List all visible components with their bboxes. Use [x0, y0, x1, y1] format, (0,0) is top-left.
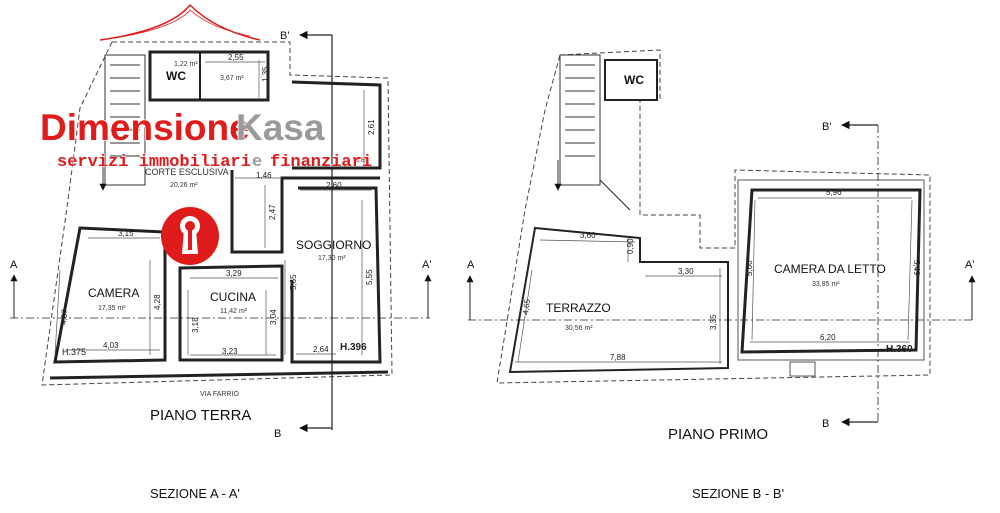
ground-dim-255: 2,55: [228, 53, 244, 62]
first-marker-b-prime: B': [822, 121, 831, 133]
first-wc-label: WC: [624, 73, 644, 87]
ground-dim-304: 3,04: [269, 309, 278, 325]
first-marker-a-prime: A': [965, 259, 974, 271]
logo-tagline-3: finanziari: [270, 153, 372, 172]
ground-dim-555: 5,55: [365, 269, 374, 285]
ground-dim-146: 1,46: [256, 171, 272, 180]
first-dim-465: 4,65: [521, 298, 532, 315]
ground-corte-area: 20,26 m²: [170, 182, 198, 189]
first-stair: [554, 54, 601, 191]
ground-dim-565: 5,65: [289, 274, 298, 290]
ground-floor-plan: [41, 41, 393, 386]
ground-dim-403: 4,03: [103, 341, 119, 350]
first-dim-549: 5,49: [912, 260, 921, 276]
first-dim-330: 3,30: [678, 267, 694, 276]
ground-stair: [99, 54, 146, 191]
ground-dim-428: 4,28: [153, 294, 162, 310]
ground-dim-264: 2,64: [313, 345, 329, 354]
ground-side-area: 3,89: [355, 157, 369, 164]
first-terrazzo: [508, 226, 729, 374]
ground-wc-label: WC: [166, 69, 186, 83]
ground-dim-135: 1,35: [261, 66, 270, 82]
first-section-b-line: [841, 120, 879, 427]
ground-cucina-room: [178, 264, 284, 362]
first-dim-335: 3,35: [709, 314, 718, 330]
first-section-a-line: [466, 275, 976, 321]
ground-dim-247: 2,47: [268, 204, 277, 220]
brand-logo: Dimensione Kasa servizi immobiliari e fi…: [39, 106, 373, 265]
first-camera-letto-area: 33,85 m²: [812, 281, 840, 288]
keyhole-icon: [161, 207, 219, 265]
ground-floor-perimeter: [41, 41, 393, 386]
ground-dim-318: 3,18: [191, 317, 200, 333]
first-camera-letto-label: CAMERA DA LETTO: [774, 262, 886, 276]
first-height-360: H.360: [886, 344, 913, 355]
ground-marker-a: A: [10, 259, 18, 271]
ground-floor-title: PIANO TERRA: [150, 407, 251, 424]
ground-section-a-line: [10, 274, 432, 319]
first-marker-b: B: [822, 418, 829, 430]
ground-soggiorno-room: [290, 186, 382, 364]
logo-brand-kasa: Kasa: [236, 107, 325, 148]
ground-corte-label: CORTE ESCLUSIVA: [145, 167, 229, 177]
first-floor-title: PIANO PRIMO: [668, 426, 768, 443]
ground-marker-b-prime: B': [280, 30, 289, 42]
first-floor-perimeter: [496, 49, 931, 384]
ground-dim-261: 2,61: [367, 119, 376, 135]
ground-camera-area: 17,35 m²: [98, 305, 126, 312]
ground-camera-room: [53, 226, 167, 364]
ground-soggiorno-label: SOGGIORNO: [296, 238, 371, 252]
first-dim-566: 5,66: [745, 260, 754, 276]
ground-dim-329: 3,29: [226, 269, 242, 278]
first-terrazzo-area: 30,56 m²: [565, 325, 593, 332]
ground-wc-small-area: 1,22 m²: [174, 61, 198, 68]
logo-tagline-2: e: [252, 153, 262, 172]
ground-dim-487: 4,87: [59, 308, 69, 325]
ground-marker-a-prime: A': [422, 259, 431, 271]
ground-dim-323: 3,23: [222, 347, 238, 356]
ground-cucina-label: CUCINA: [210, 290, 256, 304]
ground-height-396: H.396: [340, 342, 367, 353]
ground-dim-260: 2,60: [326, 181, 342, 190]
ground-section-b-line: [299, 30, 333, 433]
first-camera-letto-room: [740, 188, 922, 354]
ground-dim-315: 3,15: [118, 229, 134, 238]
first-wc-room: [604, 59, 658, 101]
first-floor-plan: [496, 49, 931, 384]
first-dim-788: 7,88: [610, 353, 626, 362]
logo-brand-dimensione: Dimensione: [40, 107, 250, 148]
ground-wc-room: [148, 50, 270, 102]
ground-camera-label: CAMERA: [88, 286, 139, 300]
ground-wc-area: 3,67 m²: [220, 75, 244, 82]
ground-side-room: [291, 80, 382, 170]
ground-soggiorno-area: 17,30 m²: [318, 255, 346, 262]
street-label: VIA FARRIO: [200, 391, 239, 398]
ground-marker-b: B: [274, 428, 281, 440]
first-dim-090: 0,90: [626, 238, 635, 254]
ground-cucina-area: 11,42 m²: [220, 308, 248, 315]
logo-roof-arc: [99, 3, 261, 41]
ground-section-caption: SEZIONE A - A': [150, 486, 240, 501]
first-terrazzo-label: TERRAZZO: [546, 301, 611, 315]
first-section-caption: SEZIONE B - B': [692, 486, 784, 501]
ground-height-375: H.375: [62, 347, 86, 357]
first-marker-a: A: [467, 259, 475, 271]
first-dim-620: 6,20: [820, 333, 836, 342]
logo-tagline-1: servizi immobiliari: [57, 153, 251, 172]
first-dim-596: 5,96: [826, 188, 842, 197]
first-dim-360: 3,60: [580, 231, 596, 240]
